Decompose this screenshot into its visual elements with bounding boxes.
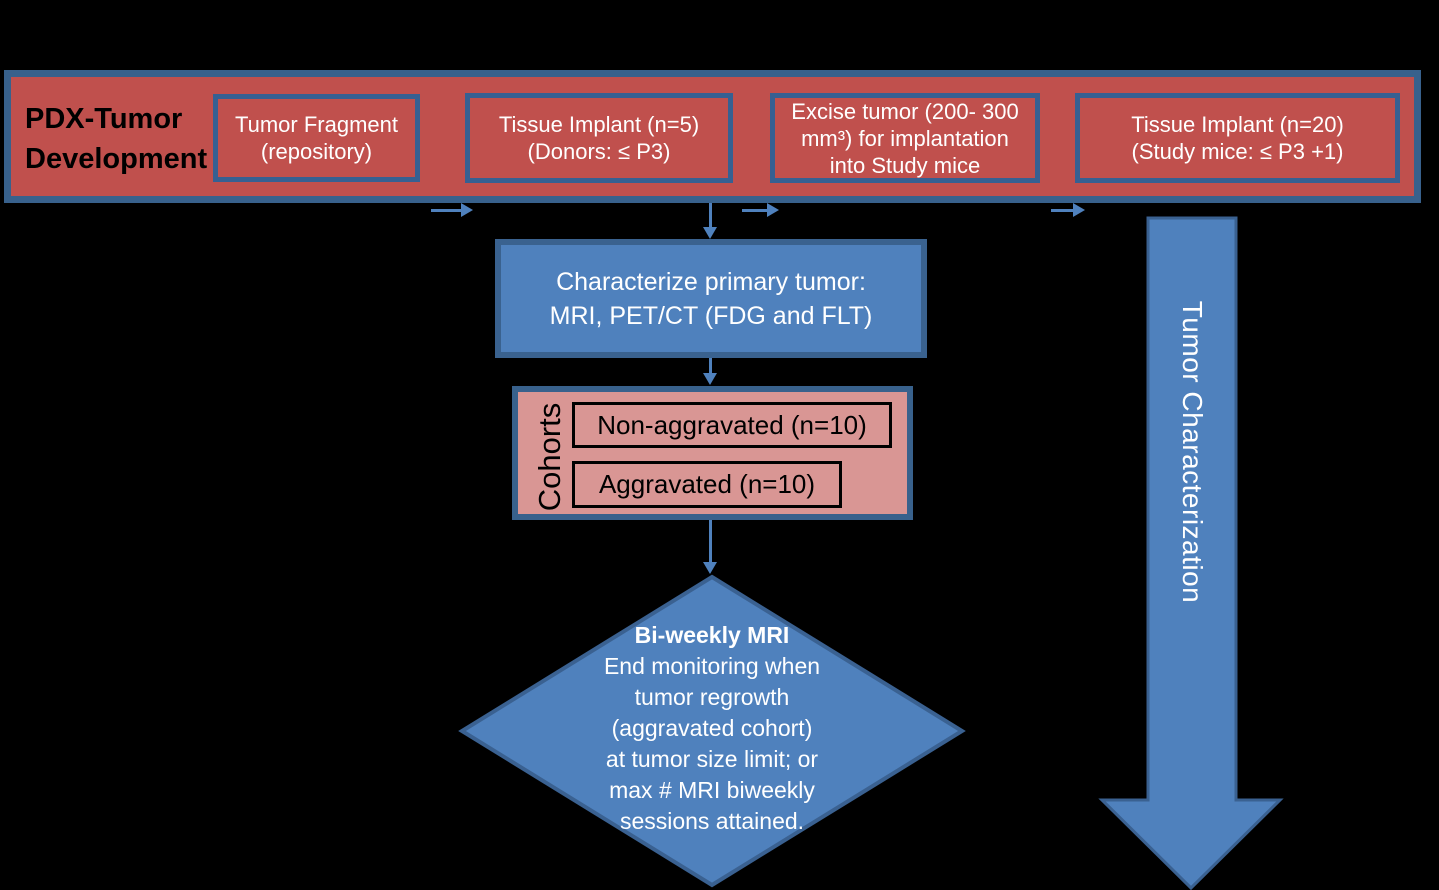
box-text-line: Tissue Implant (n=20): [1131, 112, 1344, 137]
decision-diamond-shape: [458, 574, 966, 888]
diamond-text-line: max # MRI biweekly: [609, 777, 815, 803]
diamond-text-line: End monitoring when: [603, 653, 821, 679]
tumor-characterization-label: Tumor Characterization: [1177, 300, 1208, 604]
box-text-line: (Donors: ≤ P3): [527, 139, 671, 164]
cohorts-label: Cohorts: [532, 402, 567, 512]
diamond-text-line: tumor regrowth: [634, 684, 790, 710]
down-arrow-icon: [703, 358, 717, 385]
tissue-implant-n5-box: Tissue Implant (n=5) (Donors: ≤ P3): [465, 93, 733, 183]
down-arrow-icon: [703, 520, 717, 574]
banner-title-line: Development: [25, 143, 208, 175]
box-text-line: (repository): [260, 139, 373, 164]
box-text-line: Tumor Fragment: [234, 112, 398, 137]
cohorts-box: Cohorts Non-aggravated (n=10) Aggravated…: [512, 386, 913, 520]
banner-title-line: PDX-Tumor: [25, 103, 183, 135]
box-text-line: Characterize primary tumor:: [556, 267, 866, 296]
diamond-text-line: sessions attained.: [619, 808, 805, 834]
diamond-text-line: at tumor size limit; or: [605, 746, 819, 772]
pdx-development-banner: PDX-Tumor Development Tumor Fragment (re…: [4, 70, 1421, 217]
characterize-primary-tumor-box: Characterize primary tumor: MRI, PET/CT …: [495, 239, 927, 358]
banner-title: PDX-Tumor Development: [25, 99, 207, 179]
box-text-line: MRI, PET/CT (FDG and FLT): [549, 301, 873, 330]
box-text-line: mm³) for implantation: [801, 125, 1009, 151]
tumor-characterization-arrow-shape: [1098, 216, 1284, 890]
cohort-aggravated: Aggravated (n=10): [572, 461, 842, 508]
tumor-fragment-box: Tumor Fragment (repository): [213, 94, 420, 182]
decision-diamond-text: Bi-weekly MRI End monitoring when tumor …: [462, 620, 962, 837]
box-text-line: into Study mice: [829, 152, 981, 178]
tissue-implant-n20-box: Tissue Implant (n=20) (Study mice: ≤ P3 …: [1075, 93, 1400, 183]
box-text-line: Tissue Implant (n=5): [498, 112, 700, 137]
box-text-line: Excise tumor (200- 300: [791, 98, 1019, 124]
diamond-text-line: (aggravated cohort): [611, 715, 813, 741]
down-arrow-icon: [703, 203, 717, 239]
right-arrow-icon: [742, 203, 779, 217]
cohort-non-aggravated: Non-aggravated (n=10): [572, 402, 892, 448]
right-arrow-icon: [1051, 203, 1085, 217]
box-text-line: (Study mice: ≤ P3 +1): [1131, 139, 1344, 164]
excise-tumor-box: Excise tumor (200- 300 mm³) for implanta…: [770, 93, 1040, 183]
diamond-title: Bi-weekly MRI: [634, 622, 790, 648]
right-arrow-icon: [431, 203, 473, 217]
